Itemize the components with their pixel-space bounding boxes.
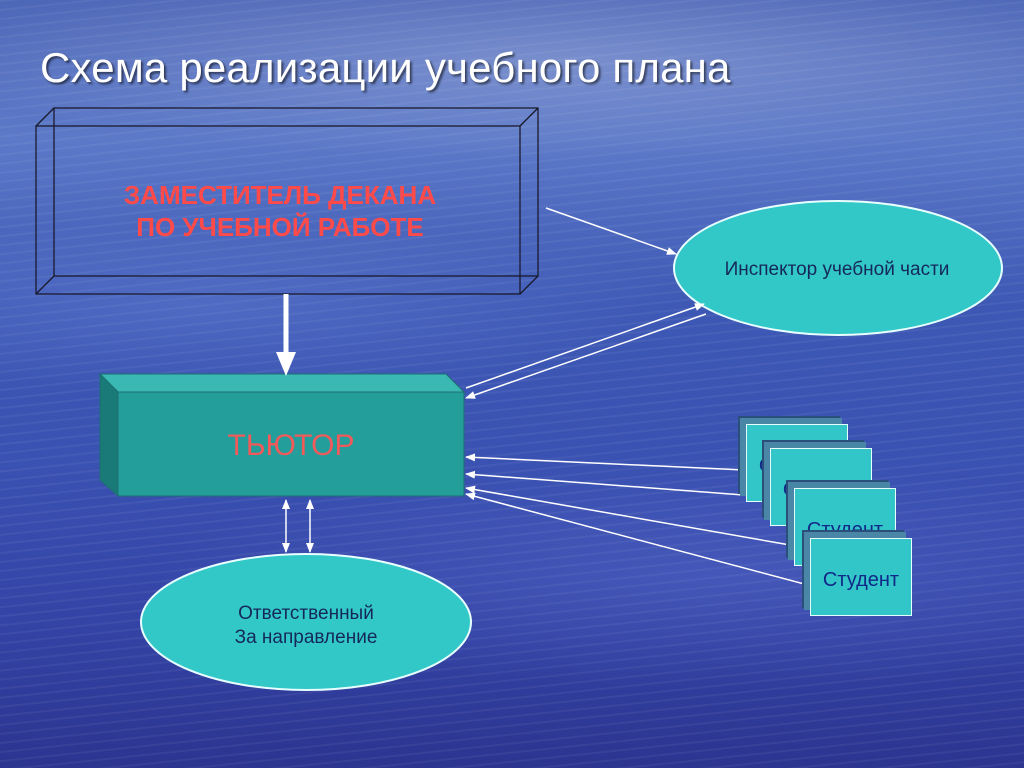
inspector-label: Инспектор учебной части [724, 259, 950, 281]
arrow-deputy-to-inspector [545, 207, 677, 255]
responsible-label: Ответственный За направление [140, 588, 472, 664]
arrow-student-2-to-tutor [465, 470, 771, 498]
arrow-inspector-to-tutor [465, 313, 707, 399]
student-card-label: Студент [822, 569, 900, 591]
deputy-dean-line2: ПО УЧЕБНОЙ РАБОТЕ [136, 212, 424, 242]
deputy-dean-box [35, 107, 539, 295]
inspector-ellipse [673, 200, 1003, 336]
arrow-deputy-to-tutor [276, 294, 296, 376]
responsible-line2: За направление [234, 627, 378, 648]
tutor-label: ТЬЮТОР [227, 429, 355, 463]
arrow-student-1-to-tutor [465, 453, 745, 471]
tutor-box [98, 372, 466, 498]
student-card-label: Студент [806, 519, 884, 541]
deputy-dean-line1: ЗАМЕСТИТЕЛЬ ДЕКАНА [123, 179, 437, 210]
arrow-tutor-to-inspector [465, 303, 705, 389]
arrow-student-3-to-tutor [465, 485, 791, 546]
student-card-4: Студент [810, 538, 912, 616]
deputy-dean-label: ЗАМЕСТИТЕЛЬ ДЕКАНА ПО УЧЕБНОЙ РАБОТЕ [56, 166, 504, 256]
responsible-ellipse [140, 553, 472, 691]
arrow-student-4-to-tutor [465, 492, 809, 586]
slide-title: Схема реализации учебного плана [40, 44, 731, 91]
responsible-line1: Ответственный [238, 603, 374, 625]
